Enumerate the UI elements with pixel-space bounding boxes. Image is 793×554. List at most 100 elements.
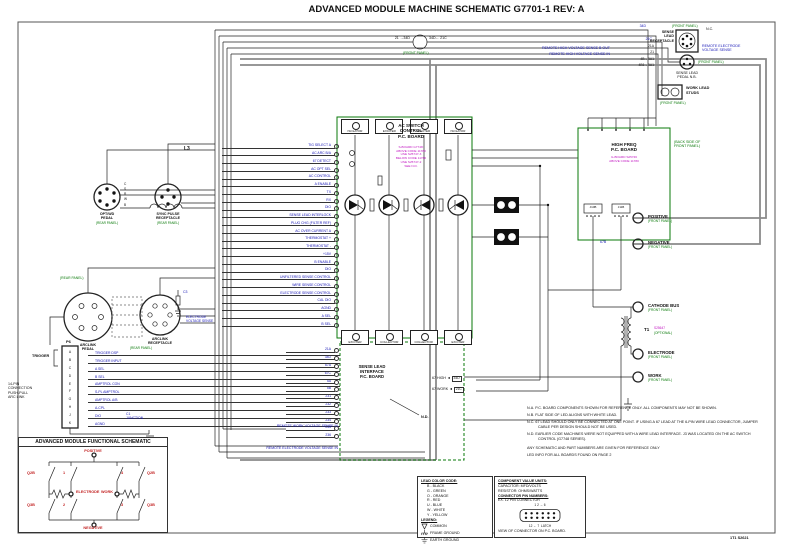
hf-board-name: HIGH FREQ P.C. BOARD: [611, 142, 637, 153]
gate-module: ISOLATOR: [443, 119, 472, 134]
fuse-right-code: 34D← 21C: [429, 36, 447, 40]
page-title: ADVANCED MODULE MACHINE SCHEMATIC G7701-…: [308, 4, 585, 15]
note-nd: N.D. EARLIER CODE MACHINES WERE NOT EQUI…: [527, 432, 751, 441]
functional-work-label: WORK: [100, 490, 113, 494]
note-nb: N.B. FLAT SIDE OF LED ALIGNS WITH WHITE …: [527, 413, 618, 418]
legend-earth-ground: EARTH GROUND: [421, 536, 489, 544]
wire-row: UNFILTERED SENSE CONTROL: [222, 274, 339, 282]
resistor-units: RESISTOR: OHMS/WATTS: [498, 488, 543, 493]
wire-row: WIRE SENSE CONTROL: [222, 282, 339, 290]
arclink-recep-panel: (REAR PANEL): [130, 346, 153, 350]
frame-ground-icon: [421, 529, 428, 535]
wire-row: AGND: [222, 305, 339, 313]
wire-row: AC OVER CURRENT A: [222, 227, 339, 235]
sense-pedal-panel: (FRONT PANEL): [698, 60, 724, 64]
electrode-voltage-sense-label: ELECTRODE VOLTAGE SENSE: [186, 315, 214, 323]
wire-row: AC ARC B/A: [222, 150, 339, 158]
common-symbol-icon: [421, 523, 428, 530]
arclink-recep-label: ARCLINK RECEPTACLE: [147, 337, 173, 346]
ac-board-note: S-BOARD G7748: ABOVE CODE 11780 USE S257…: [395, 145, 427, 168]
pin-numbers-top: 1 2 → 6: [534, 503, 546, 508]
functional-electrode-label: ELECTRODE: [76, 490, 100, 494]
wire-row: H A-CPL: [64, 404, 340, 412]
connector-pin-title: CONNECTOR PIN NUMBERS:: [498, 493, 549, 498]
wire-row: 234: [286, 416, 339, 424]
hf-connector-j10b: J10B: [589, 205, 597, 209]
c1-junction-label: C1 JUNCTION: [126, 412, 144, 421]
wire-row: PLUG CHG (FILTER REF): [222, 220, 339, 228]
wire-code: 4B→5A1: [640, 57, 654, 61]
arclink-connection-note: 14-PIN CONNECTION PUSH-PULL ARC LINK: [8, 382, 33, 399]
legend-title: LEGEND:: [421, 517, 438, 522]
functional-q3b-right: Q3B: [147, 503, 155, 507]
wire-row: 5B: [286, 385, 339, 393]
cap-c3-label: C3: [183, 290, 188, 294]
component-units-title: COMPONENT VALUE UNITS:: [498, 479, 548, 483]
gate-module: COLLECTOR: [409, 330, 438, 345]
sense-board-name: SENSE LEAD INTERFACE P.C. BOARD: [358, 364, 386, 380]
earth-ground-icon: [421, 536, 428, 543]
wire-code-34d: 34D: [639, 24, 646, 28]
connector-diagram-icon: [519, 508, 561, 522]
wire-row: B SEL: [222, 320, 339, 328]
gate-module: COLLECTOR: [375, 330, 404, 345]
note-nc-ref: N.C.: [706, 27, 714, 31]
functional-negative-label: NEGATIVE: [83, 526, 103, 530]
wire-row: 67C: [286, 369, 339, 377]
wire-code: 4B1→5A1: [638, 63, 654, 67]
component-value-units-box: COMPONENT VALUE UNITS: CAPACITOR: MFD/VO…: [494, 476, 586, 538]
functional-q3b-left: Q3B: [27, 503, 35, 507]
pin-numbers-bottom: 12 ← 7 LATCH: [528, 524, 552, 529]
wire-row: 231: [286, 393, 339, 401]
wire-row: THERMOSTAT -: [222, 243, 339, 251]
wire-row: CAL DIO: [222, 297, 339, 305]
wire-row: J DIO: [64, 412, 340, 420]
functional-sw3: 3: [121, 503, 124, 507]
wire-row: 67A: [286, 362, 339, 370]
wire-row: B TRIGGER INPUT: [64, 357, 340, 365]
wire-row: C A SEL: [64, 365, 340, 373]
wire-code-67b: 67B: [600, 240, 607, 244]
terminal-positive: POSITIVE(FRONT PANEL): [648, 214, 673, 223]
note-na: N.A. P.C. BOARD COMPONENTS SHOWN FOR REF…: [527, 406, 717, 410]
wire-row: DIO: [222, 204, 339, 212]
remote-electrode-sense-label: REMOTE ELECTRODE VOLTAGE SENSE IN: [266, 446, 338, 450]
transformer-t1-optional: (OPTIONAL): [654, 331, 673, 335]
note-nd-ref: N.D.: [421, 415, 429, 419]
remote-work-sense-label: REMOTE WORK VOLTAGE SENSE IN: [276, 424, 338, 428]
wire-row: F S-PL AMPTROL: [64, 388, 340, 396]
connector-pin-diagram: [498, 508, 582, 525]
transformer-t1-label: T1: [644, 327, 650, 332]
trigger-bracket-label: TRIGGER: [32, 354, 50, 358]
wire-row: RX: [222, 196, 339, 204]
gate-module: EXCITER: [443, 330, 472, 345]
wire-row: A TRIGGER DSP: [64, 349, 340, 357]
terminal-cathode-bus: CATHODE BUS(FRONT PANEL): [648, 303, 680, 312]
wire-row: G AMPTROL A/B: [64, 396, 340, 404]
arclink-pedal-panel: (REAR PANEL): [60, 276, 84, 280]
fuse-left-code: 21 →34D: [394, 36, 410, 40]
ac-board-name: AC SWITCH CONTROL P.C. BOARD: [398, 123, 424, 139]
wire-row: AC OPT SEL: [222, 165, 339, 173]
legend-frame-ground: FRAME GROUND: [421, 529, 489, 537]
sense-recep-label: SENSE LEAD RECEPTACLE: [649, 30, 674, 43]
functional-q2b-right: Q2B: [147, 471, 155, 475]
wire-row: 236: [286, 432, 339, 440]
sync-pulse-recep-panel: (REAR PANEL): [156, 221, 180, 225]
wire-67-work-label: 67 WORK ◄21C: [432, 387, 464, 393]
wire-row: ELECTRODE SENSE CONTROL: [222, 289, 339, 297]
functional-sw2: 2: [63, 503, 66, 507]
wire-row: E AMPTROL CON: [64, 381, 340, 389]
wire-row: TIG SELECT A: [222, 142, 339, 150]
capacitor-units: CAPACITOR: MFD/VOLTS: [498, 483, 541, 488]
functional-positive-label: POSITIVE: [84, 448, 102, 453]
functional-schematic-title: ADVANCED MODULE FUNCTIONAL SCHEMATIC: [19, 438, 167, 447]
h-bridge-drawing: [48, 452, 146, 528]
doc-number: 1T1 S2621: [730, 536, 749, 540]
